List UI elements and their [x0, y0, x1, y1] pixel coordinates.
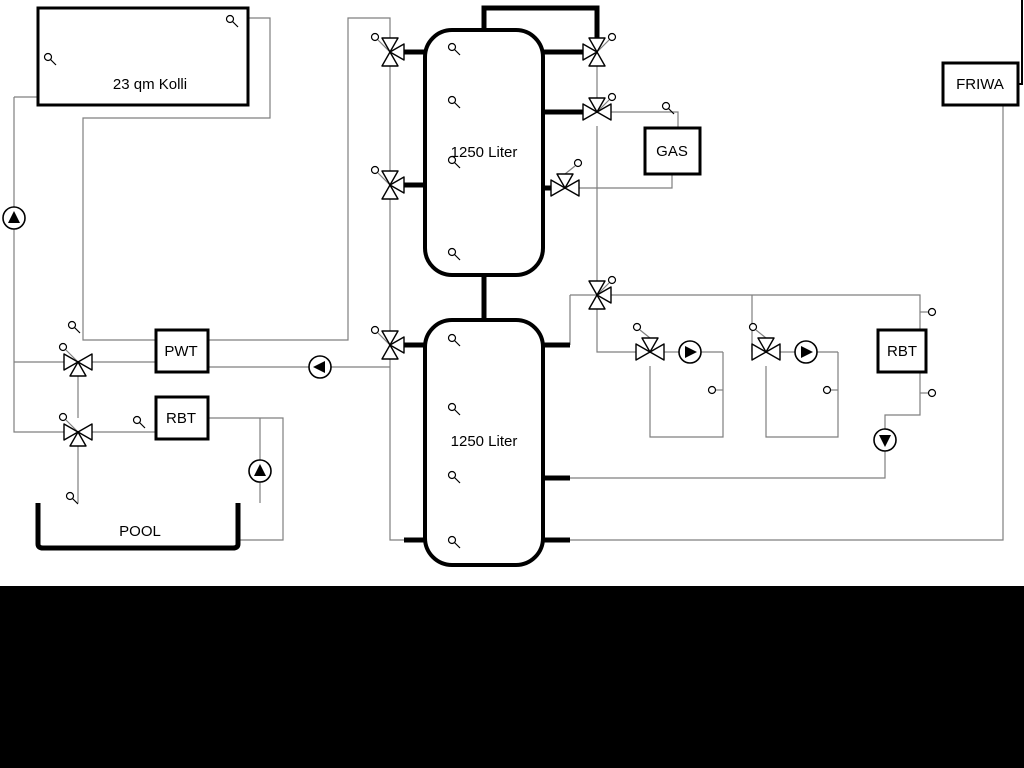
rbt-right-box: RBT: [876, 328, 928, 374]
pipe-segment: [579, 174, 673, 189]
friwa-box: FRIWA: [941, 61, 1020, 107]
pipe-segment: [611, 111, 679, 128]
actuator-stem: [377, 39, 391, 53]
sensor-icon: [707, 385, 717, 395]
pipe-segment: [208, 417, 284, 541]
actuator-stem: [596, 39, 610, 53]
valve-actuator-icon: [607, 32, 617, 42]
pipe-segment: [649, 352, 724, 438]
pwt-box: PWT: [154, 328, 210, 374]
pipe-stub: [481, 5, 600, 38]
gas-outline: [643, 126, 702, 176]
tank-label: 1250 Liter: [451, 144, 518, 161]
buffer-tank-bottom: 1250 Liter: [423, 318, 545, 567]
tank-outline: [423, 318, 545, 567]
pool-pump-icon: [248, 459, 272, 483]
actuator-stem: [755, 329, 767, 339]
solar-pump-icon: [2, 206, 26, 230]
rbt-right-outline: [876, 328, 928, 374]
heating-pump-1-icon: [678, 340, 702, 364]
pipe-segment: [82, 17, 271, 341]
pipe-segment: [570, 294, 921, 330]
actuator-stem: [596, 282, 610, 296]
valve-actuator-icon: [607, 275, 617, 285]
collector-outline: [36, 6, 250, 107]
rbt-left-box: RBT: [154, 395, 210, 441]
pipe-segment: [570, 105, 1004, 541]
footer-band: [0, 586, 1024, 768]
pool-outline: [35, 503, 241, 551]
actuator-stem: [596, 99, 610, 113]
gas-label: GAS: [656, 143, 688, 160]
friwa-outline: [941, 61, 1020, 107]
heating-pump-2-icon: [794, 340, 818, 364]
valve-actuator-icon: [58, 412, 68, 422]
actuator-stem: [564, 165, 576, 175]
valve-actuator-icon: [748, 322, 758, 332]
pool-basin: POOL: [35, 503, 241, 551]
rbt-pump-icon: [873, 428, 897, 452]
actuator-stem: [65, 419, 79, 433]
valve-actuator-icon: [607, 92, 617, 102]
rbt-left-outline: [154, 395, 210, 441]
buffer-tank-top: 1250 Liter: [423, 28, 545, 277]
valve-actuator-icon: [573, 158, 583, 168]
pipe-segment: [208, 17, 391, 341]
collector-label: 23 qm Kolli: [113, 76, 187, 93]
charge-pump-icon: [308, 355, 332, 379]
valve-actuator-stems: [65, 39, 767, 433]
valve-actuator-icon: [58, 342, 68, 352]
rbt-left-label: RBT: [166, 410, 196, 427]
actuator-stem: [639, 329, 651, 339]
actuator-stem: [65, 349, 79, 363]
pwt-label: PWT: [164, 343, 197, 360]
pipe-segment: [765, 352, 839, 438]
sensor-icon: [927, 388, 937, 398]
sensor-icon: [822, 385, 832, 395]
pwt-outline: [154, 328, 210, 374]
rbt-right-label: RBT: [887, 343, 917, 360]
valve-actuator-icon: [632, 322, 642, 332]
tank-label: 1250 Liter: [451, 433, 518, 450]
valve-actuator-icon: [370, 32, 380, 42]
actuator-stem: [377, 172, 391, 186]
pipe-segment: [596, 309, 636, 353]
sensor-icon: [927, 307, 937, 317]
tank-outline: [423, 28, 545, 277]
pipe-segment: [389, 359, 404, 541]
solar-collector-box: 23 qm Kolli: [36, 6, 250, 107]
friwa-label: FRIWA: [956, 76, 1004, 93]
valve-actuator-icon: [370, 165, 380, 175]
gas-boiler-box: GAS: [643, 126, 702, 176]
pool-label: POOL: [119, 523, 161, 540]
pipe-segment: [570, 451, 886, 479]
actuator-stem: [377, 332, 391, 346]
valve-actuator-icon: [370, 325, 380, 335]
